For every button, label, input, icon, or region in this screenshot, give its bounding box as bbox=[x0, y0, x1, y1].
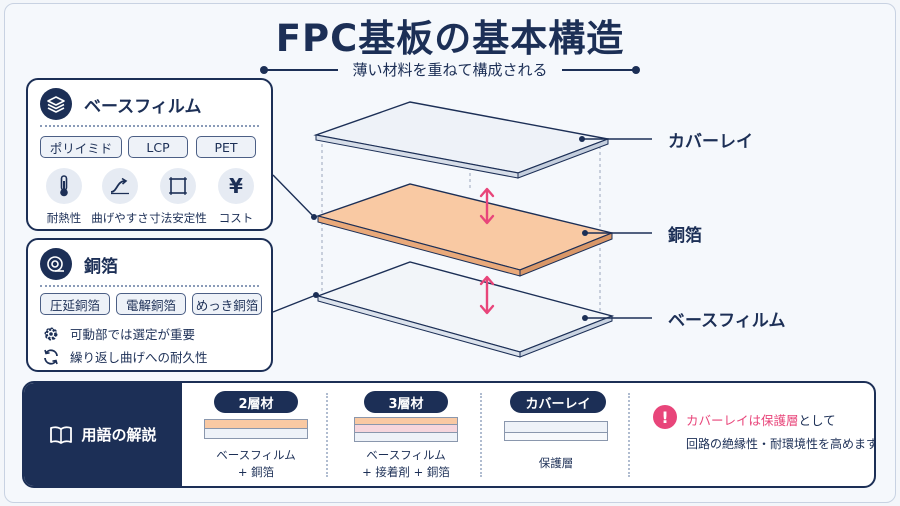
property-heat-resistance: 耐熱性 bbox=[34, 168, 94, 226]
material-chip-pet: PET bbox=[196, 136, 256, 158]
alert-icon: ! bbox=[653, 405, 677, 429]
glossary-heading: 用語の解説 bbox=[81, 426, 157, 444]
divider bbox=[40, 285, 259, 287]
coverlay-band bbox=[504, 421, 608, 433]
copper-feature-item: 可動部では選定が重要 bbox=[42, 324, 195, 343]
page-title: FPC基板の基本構造 bbox=[275, 17, 625, 60]
base-film-card-header: ベースフィルム bbox=[40, 88, 201, 120]
property-label: 曲げやすさ bbox=[91, 211, 149, 225]
gear-icon bbox=[44, 326, 58, 341]
glossary-heading-block: 用語の解説 bbox=[24, 383, 182, 486]
copper-type-chip-plated: めっき銅箔 bbox=[192, 293, 262, 315]
term-pill-coverlay: カバーレイ bbox=[510, 391, 606, 413]
layers-icon bbox=[40, 88, 72, 120]
copper-feature-item: 繰り返し曲げへの耐久性 bbox=[42, 347, 208, 366]
yen-icon: ¥ bbox=[218, 168, 254, 204]
caption-line: + 銅箔 bbox=[237, 465, 275, 479]
material-chip-lcp: LCP bbox=[128, 136, 188, 158]
subtitle-right-dot bbox=[632, 66, 640, 74]
term-caption-two-layer: ベースフィルム + 銅箔 bbox=[186, 447, 326, 481]
adhesive-band bbox=[354, 425, 458, 433]
property-label: 寸法安定性 bbox=[149, 211, 207, 225]
copper-foil-layer bbox=[315, 183, 615, 277]
coverlay-stack-illustration bbox=[504, 421, 608, 441]
property-label: コスト bbox=[218, 211, 254, 225]
material-chip-polyimide: ポリイミド bbox=[40, 136, 122, 158]
copper-feature-label: 繰り返し曲げへの耐久性 bbox=[70, 350, 208, 365]
layer-label-copper: 銅箔 bbox=[668, 226, 702, 246]
page-subtitle: 薄い材料を重ねて構成される bbox=[352, 61, 548, 79]
copper-band bbox=[354, 417, 458, 425]
note-suffix: として bbox=[798, 413, 836, 428]
note-line-2: 回路の絶縁性・耐環境性を高めます。 bbox=[686, 437, 876, 451]
coverlay-layer bbox=[313, 101, 611, 179]
term-caption-coverlay: 保護層 bbox=[486, 455, 626, 472]
coverlay-band bbox=[504, 433, 608, 441]
base-card-connector bbox=[272, 174, 315, 218]
property-dimensional-stability: 寸法安定性 bbox=[148, 168, 208, 226]
label-leaders bbox=[582, 138, 652, 319]
copper-card-connector bbox=[272, 294, 317, 313]
copper-foil-card: 銅箔 圧延銅箔 電解銅箔 めっき銅箔 可動部では選定が重要 繰り返し曲げへの耐久… bbox=[26, 238, 273, 372]
subtitle-left-dot bbox=[260, 66, 268, 74]
caption-line: 保護層 bbox=[538, 456, 574, 470]
gap-arrows bbox=[479, 187, 495, 315]
subtitle-row: 薄い材料を重ねて構成される bbox=[260, 59, 640, 83]
subtitle-right-line bbox=[562, 69, 634, 71]
copper-foil-card-title: 銅箔 bbox=[84, 256, 118, 277]
caption-line: ベースフィルム bbox=[216, 448, 296, 462]
copper-band bbox=[204, 419, 308, 429]
thermometer-icon bbox=[46, 168, 82, 204]
property-cost: ¥ コスト bbox=[206, 168, 266, 226]
bend-curve-icon bbox=[102, 168, 138, 204]
film-band bbox=[204, 429, 308, 439]
caption-line: ベースフィルム bbox=[366, 448, 446, 462]
divider bbox=[40, 125, 259, 127]
glossary-separator bbox=[326, 393, 328, 477]
copper-roll-icon bbox=[40, 248, 72, 280]
two-layer-stack-illustration bbox=[204, 419, 308, 439]
copper-foil-card-header: 銅箔 bbox=[40, 248, 118, 280]
subtitle-left-line bbox=[266, 69, 338, 71]
note-line-1: カバーレイは保護層として bbox=[686, 410, 836, 429]
term-pill-three-layer: 3層材 bbox=[364, 391, 448, 413]
dimension-frame-icon bbox=[160, 168, 196, 204]
layer-label-coverlay: カバーレイ bbox=[668, 132, 753, 152]
three-layer-stack-illustration bbox=[354, 417, 458, 442]
glossary-separator bbox=[480, 393, 482, 477]
property-label: 耐熱性 bbox=[46, 211, 82, 225]
copper-type-chip-electrolytic: 電解銅箔 bbox=[116, 293, 186, 315]
book-icon bbox=[50, 425, 73, 444]
base-film-card: ベースフィルム ポリイミド LCP PET 耐熱性 曲げやすさ 寸法安定性 ¥ … bbox=[26, 78, 273, 231]
term-caption-three-layer: ベースフィルム + 接着剤 + 銅箔 bbox=[336, 447, 476, 481]
copper-type-chip-rolled: 圧延銅箔 bbox=[40, 293, 110, 315]
copper-feature-label: 可動部では選定が重要 bbox=[70, 327, 196, 342]
refresh-icon bbox=[44, 348, 58, 365]
glossary-panel: 用語の解説 2層材 ベースフィルム + 銅箔 3層材 ベースフィルム + 接着剤… bbox=[22, 381, 876, 488]
yen-glyph: ¥ bbox=[229, 174, 243, 198]
caption-line: + 接着剤 + 銅箔 bbox=[362, 465, 450, 479]
layer-label-base-film: ベースフィルム bbox=[668, 311, 786, 331]
base-film-card-title: ベースフィルム bbox=[84, 96, 202, 117]
term-pill-two-layer: 2層材 bbox=[214, 391, 298, 413]
note-highlight: カバーレイは保護層 bbox=[686, 413, 799, 428]
glossary-separator bbox=[628, 393, 630, 477]
base-film-layer bbox=[315, 261, 615, 358]
film-band bbox=[354, 433, 458, 442]
property-flexibility: 曲げやすさ bbox=[90, 168, 150, 226]
